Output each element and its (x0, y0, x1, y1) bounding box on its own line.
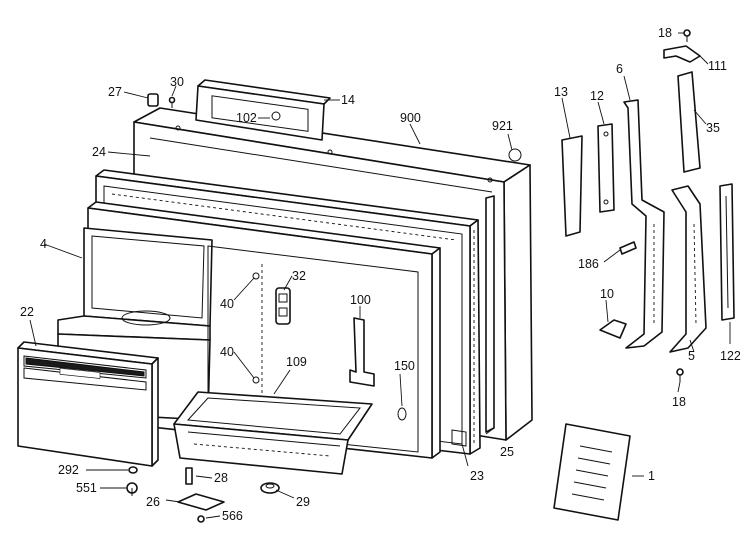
callout-5: 5 (688, 349, 695, 363)
callout-10: 10 (600, 287, 614, 301)
leader-lines (29, 32, 731, 519)
callout-150: 150 (394, 359, 415, 373)
bottom-hardware (126, 466, 280, 523)
callout-22: 22 (20, 305, 34, 319)
callout-30: 30 (170, 75, 184, 89)
callout-102: 102 (236, 111, 257, 125)
callout-25: 25 (500, 445, 514, 459)
callout-1: 1 (648, 469, 655, 483)
callout-12: 12 (590, 89, 604, 103)
callout-6: 6 (616, 62, 623, 76)
callout-109: 109 (286, 355, 307, 369)
inner-door-liner (57, 201, 441, 459)
callout-32: 32 (292, 269, 306, 283)
callout-921: 921 (492, 119, 513, 133)
callout-40-upper: 40 (220, 297, 234, 311)
callout-551: 551 (76, 481, 97, 495)
callout-566: 566 (222, 509, 243, 523)
callout-900: 900 (400, 111, 421, 125)
callout-35: 35 (706, 121, 720, 135)
callout-23: 23 (470, 469, 484, 483)
callout-26: 26 (146, 495, 160, 509)
callout-292: 292 (58, 463, 79, 477)
door-tray (173, 391, 373, 475)
callout-100: 100 (350, 293, 371, 307)
front-panel (17, 341, 159, 467)
callout-13: 13 (554, 85, 568, 99)
callout-18-top: 18 (658, 26, 672, 40)
callout-24: 24 (92, 145, 106, 159)
callout-27: 27 (108, 85, 122, 99)
callout-111: 111 (708, 59, 727, 73)
callout-29: 29 (296, 495, 310, 509)
callout-18-bottom: 18 (672, 395, 686, 409)
callout-28: 28 (214, 471, 228, 485)
callout-14: 14 (341, 93, 355, 107)
callout-labels: 18 111 6 13 12 35 27 30 14 102 900 921 2… (20, 26, 741, 523)
callout-4: 4 (40, 237, 47, 251)
callout-122: 122 (720, 349, 741, 363)
callout-40-lower: 40 (220, 345, 234, 359)
top-hardware (147, 29, 701, 108)
hinge-parts (553, 71, 735, 521)
callout-186: 186 (578, 257, 599, 271)
top-trim-bracket (195, 79, 331, 141)
